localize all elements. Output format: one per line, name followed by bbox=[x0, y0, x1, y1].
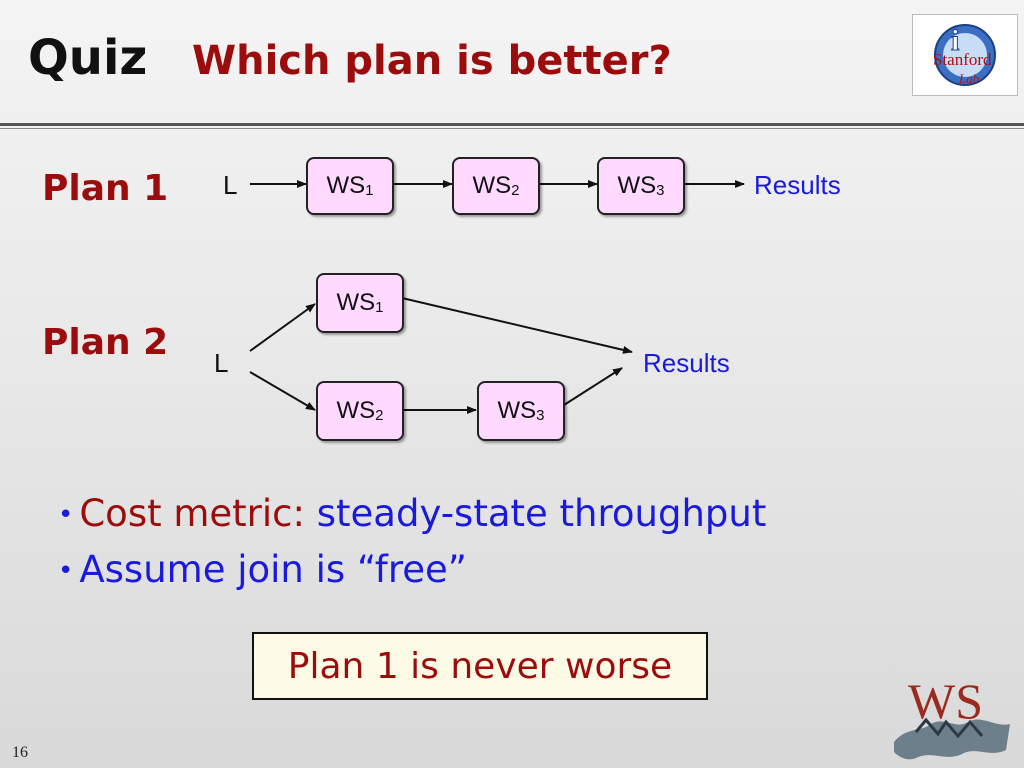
bullet-emphasis: steady-state throughput bbox=[316, 492, 767, 535]
bullet-item: •Assume join is “free” bbox=[58, 544, 766, 600]
ws-logo-text: WS bbox=[908, 673, 983, 729]
plan1-output-label: Results bbox=[754, 170, 841, 200]
header-divider bbox=[0, 123, 1024, 126]
node-sub: 2 bbox=[375, 406, 384, 424]
slide-question: Which plan is better? bbox=[192, 38, 672, 84]
bullet-dot-icon: • bbox=[58, 556, 74, 586]
plan2-output-label: Results bbox=[643, 348, 730, 378]
plan1-label: Plan 1 bbox=[42, 168, 169, 209]
logo-letter: i bbox=[951, 24, 959, 57]
ws-map-logo: WS bbox=[886, 672, 1016, 764]
header-divider-thin bbox=[0, 128, 1024, 129]
bullet-emphasis: Assume join is “free” bbox=[79, 548, 467, 591]
plan2-arrow-input-1 bbox=[249, 303, 316, 352]
slide-number: 16 bbox=[12, 744, 28, 761]
stanford-infolab-logo: i Stanford Lab bbox=[912, 14, 1018, 96]
plan2-label: Plan 2 bbox=[42, 322, 169, 363]
bullet-list: •Cost metric: steady-state throughput •A… bbox=[58, 488, 766, 600]
logo-text-top: Stanford bbox=[933, 50, 992, 69]
node-base: WS bbox=[472, 172, 512, 199]
node-base: WS bbox=[497, 397, 537, 424]
bullet-prefix: Cost metric: bbox=[79, 492, 317, 535]
node-sub: 3 bbox=[536, 406, 545, 424]
plan2-arrow-1-results bbox=[401, 297, 633, 354]
node-base: WS bbox=[617, 172, 657, 199]
node-base: WS bbox=[326, 172, 366, 199]
node-sub: 1 bbox=[365, 181, 374, 199]
bullet-item: •Cost metric: steady-state throughput bbox=[58, 488, 766, 544]
plan2-arrow-3-results bbox=[563, 367, 623, 406]
node-sub: 3 bbox=[656, 181, 665, 199]
node-base: WS bbox=[336, 397, 376, 424]
plan1-input-label: L bbox=[223, 170, 238, 200]
node-sub: 2 bbox=[511, 181, 520, 199]
node-base: WS bbox=[336, 289, 376, 316]
answer-box: Plan 1 is never worse bbox=[252, 632, 708, 700]
node-sub: 1 bbox=[375, 298, 384, 316]
slide-title: Quiz bbox=[28, 30, 148, 86]
bullet-dot-icon: • bbox=[58, 500, 74, 530]
plan2-arrow-input-2 bbox=[249, 371, 316, 411]
logo-text-bottom: Lab bbox=[958, 71, 980, 86]
plan2-input-label: L bbox=[214, 348, 229, 378]
